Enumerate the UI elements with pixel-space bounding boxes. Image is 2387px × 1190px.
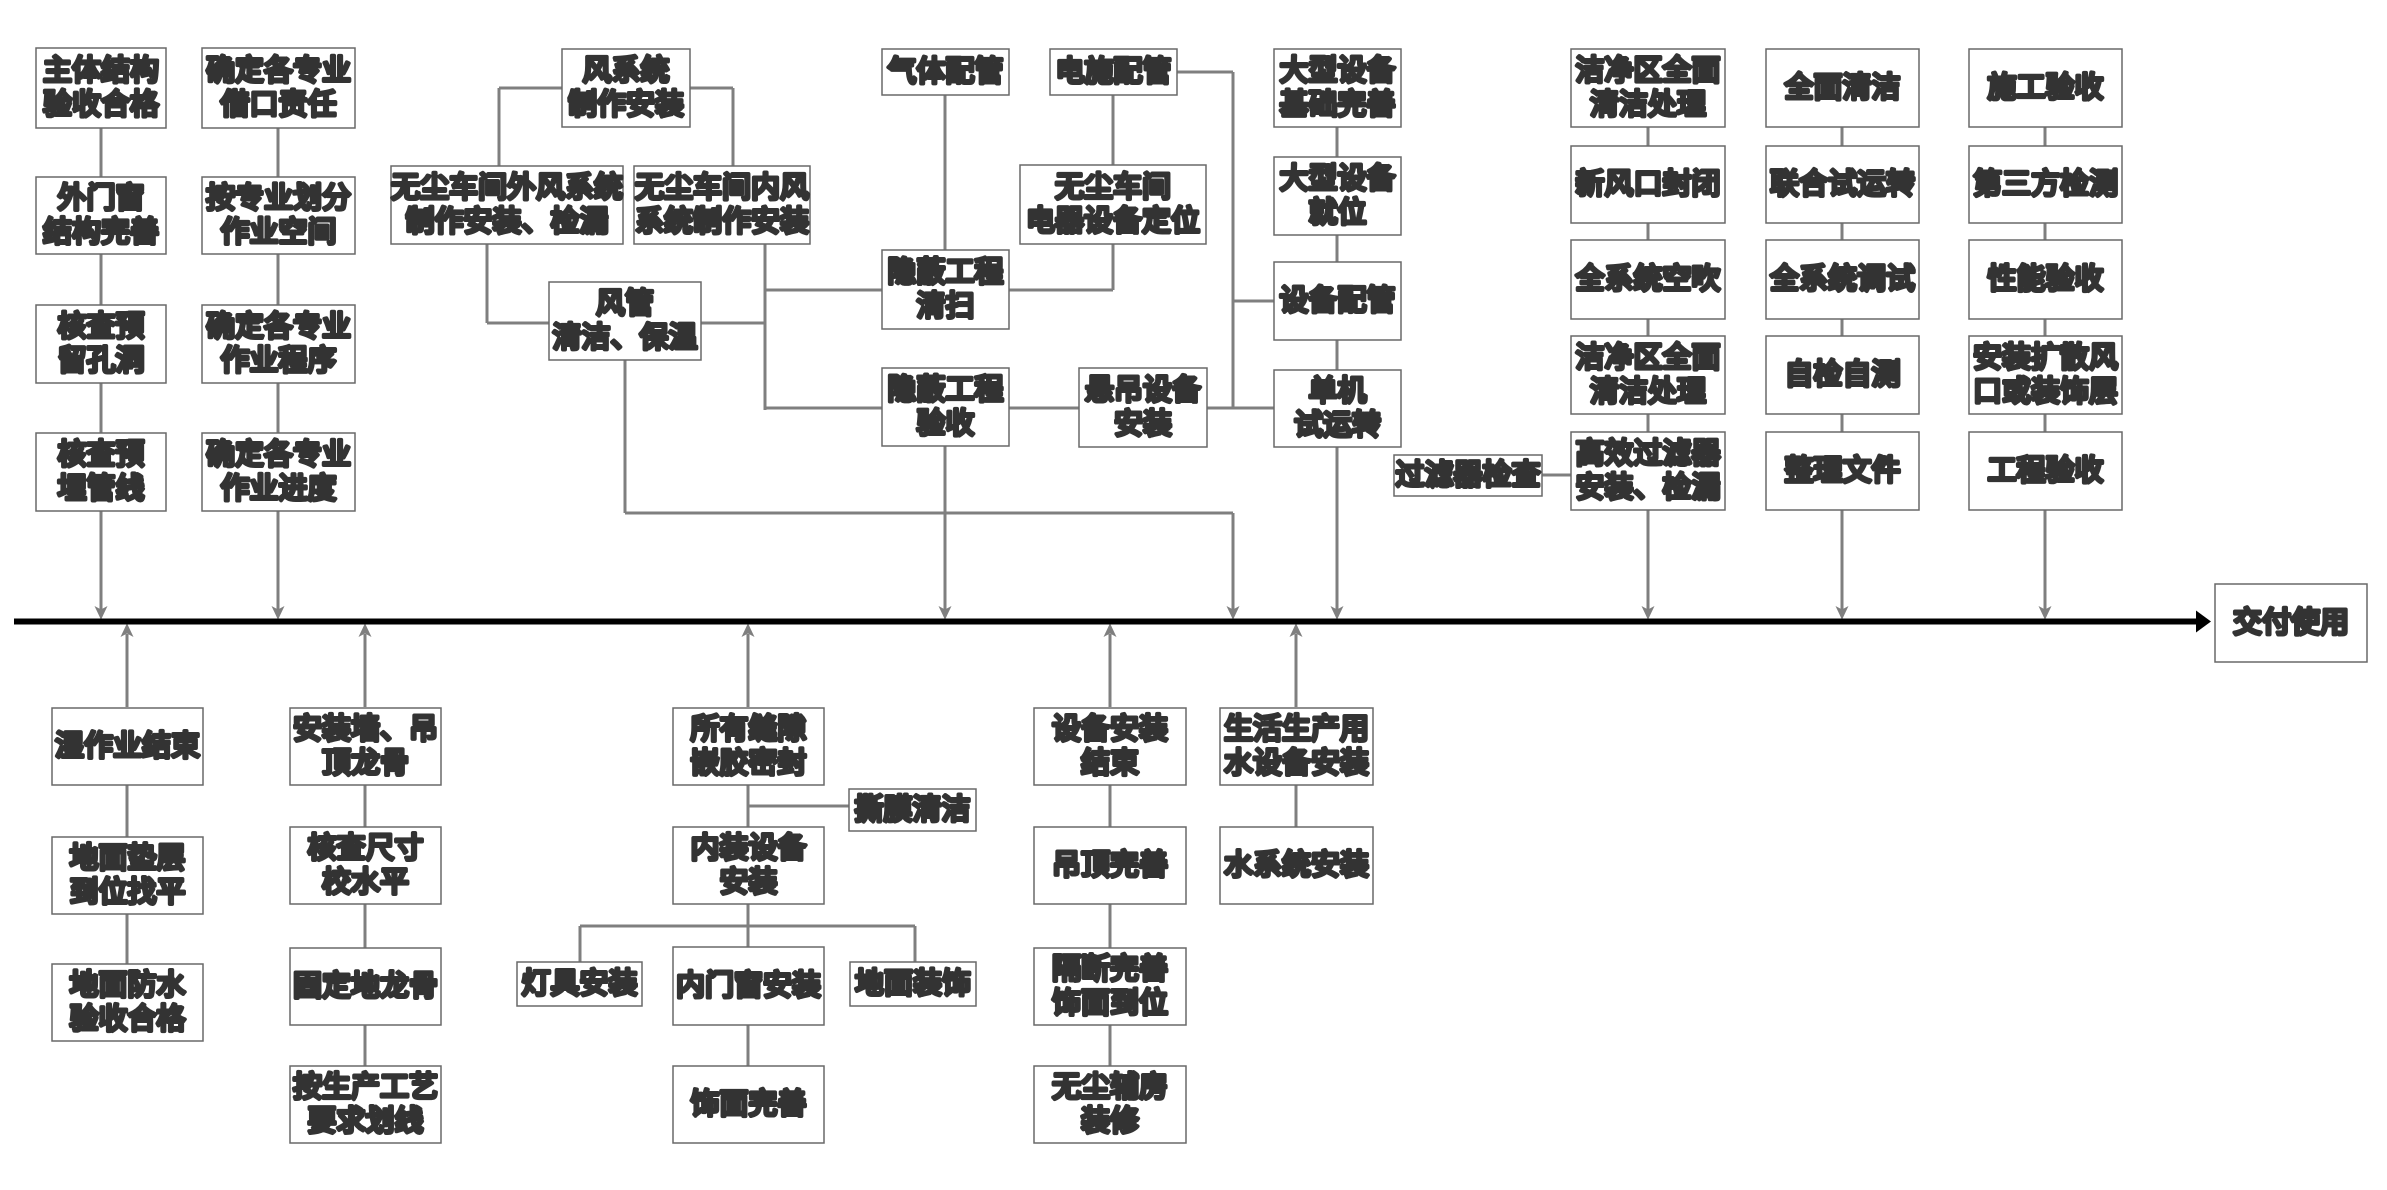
svg-text:设备安装: 设备安装 bbox=[1052, 713, 1168, 746]
svg-text:电器设备定位: 电器设备定位 bbox=[1026, 204, 1200, 238]
svg-text:结构完善: 结构完善 bbox=[43, 215, 159, 249]
svg-text:安装扩散风: 安装扩散风 bbox=[1973, 341, 2118, 374]
svg-text:设备配管: 设备配管 bbox=[1280, 283, 1396, 317]
svg-text:洁净区全面: 洁净区全面 bbox=[1576, 53, 1721, 87]
svg-text:单机: 单机 bbox=[1309, 375, 1367, 408]
svg-text:联合试运转: 联合试运转 bbox=[1770, 168, 1915, 201]
svg-text:主体结构: 主体结构 bbox=[43, 54, 159, 87]
svg-text:按专业划分: 按专业划分 bbox=[206, 182, 351, 215]
svg-text:交付使用: 交付使用 bbox=[2233, 605, 2349, 639]
svg-text:内门窗安装: 内门窗安装 bbox=[676, 968, 821, 1002]
svg-text:确定各专业: 确定各专业 bbox=[206, 437, 351, 471]
svg-text:大型设备: 大型设备 bbox=[1280, 54, 1397, 87]
svg-text:就位: 就位 bbox=[1309, 195, 1367, 229]
svg-text:灯具安装: 灯具安装 bbox=[522, 967, 638, 1000]
svg-text:作业空间: 作业空间 bbox=[221, 215, 337, 249]
svg-text:地面防水: 地面防水 bbox=[70, 969, 187, 1002]
svg-text:气体配管: 气体配管 bbox=[887, 54, 1004, 88]
svg-text:水设备安装: 水设备安装 bbox=[1224, 747, 1369, 780]
svg-text:所有缝隙: 所有缝隙 bbox=[691, 712, 807, 746]
svg-text:校水平: 校水平 bbox=[322, 865, 409, 899]
svg-text:借口责任: 借口责任 bbox=[220, 88, 337, 121]
svg-text:施工验收: 施工验收 bbox=[1988, 70, 2104, 104]
svg-text:地面垫层: 地面垫层 bbox=[70, 842, 186, 875]
svg-text:地面装饰: 地面装饰 bbox=[855, 967, 971, 1000]
svg-text:安装、检漏: 安装、检漏 bbox=[1576, 470, 1721, 504]
svg-text:作业进度: 作业进度 bbox=[221, 472, 337, 505]
svg-text:隐蔽工程: 隐蔽工程 bbox=[888, 256, 1004, 289]
svg-text:外门窗: 外门窗 bbox=[58, 181, 145, 215]
svg-text:结束: 结束 bbox=[1081, 747, 1139, 780]
svg-text:确定各专业: 确定各专业 bbox=[206, 53, 351, 87]
svg-text:到位找平: 到位找平 bbox=[70, 875, 186, 909]
svg-text:要求划线: 要求划线 bbox=[308, 1105, 424, 1138]
svg-text:安装: 安装 bbox=[720, 866, 778, 899]
svg-text:工程验收: 工程验收 bbox=[1988, 453, 2104, 487]
svg-text:无尘车间外风系统: 无尘车间外风系统 bbox=[391, 170, 623, 204]
svg-text:第三方检测: 第三方检测 bbox=[1973, 167, 2118, 201]
svg-text:按生产工艺: 按生产工艺 bbox=[293, 1071, 438, 1104]
svg-text:埋管线: 埋管线 bbox=[58, 471, 145, 505]
svg-text:饰面完善: 饰面完善 bbox=[691, 1087, 807, 1121]
svg-text:嵌胶密封: 嵌胶密封 bbox=[691, 746, 807, 780]
svg-text:生活生产用: 生活生产用 bbox=[1224, 713, 1369, 746]
svg-text:全系统空吹: 全系统空吹 bbox=[1575, 262, 1721, 296]
svg-text:洁净区全面: 洁净区全面 bbox=[1576, 340, 1721, 374]
svg-text:口或装饰层: 口或装饰层 bbox=[1973, 375, 2118, 408]
svg-text:安装墙、吊: 安装墙、吊 bbox=[293, 713, 438, 746]
svg-text:内装设备: 内装设备 bbox=[691, 832, 808, 865]
svg-text:固定地龙骨: 固定地龙骨 bbox=[293, 969, 438, 1003]
svg-text:安装: 安装 bbox=[1114, 408, 1172, 441]
svg-text:全系统调试: 全系统调试 bbox=[1769, 262, 1915, 296]
svg-text:确定各专业: 确定各专业 bbox=[206, 309, 351, 343]
svg-text:验收合格: 验收合格 bbox=[43, 87, 160, 121]
svg-text:验收合格: 验收合格 bbox=[70, 1002, 187, 1036]
svg-text:高效过滤器: 高效过滤器 bbox=[1576, 437, 1722, 470]
svg-text:湿作业结束: 湿作业结束 bbox=[55, 730, 200, 763]
svg-text:装修: 装修 bbox=[1081, 1105, 1140, 1138]
svg-text:核查预: 核查预 bbox=[58, 438, 145, 471]
svg-text:制作安装: 制作安装 bbox=[568, 88, 684, 121]
svg-text:试运转: 试运转 bbox=[1294, 409, 1381, 442]
svg-text:隔断完善: 隔断完善 bbox=[1052, 952, 1168, 986]
svg-text:隐蔽工程: 隐蔽工程 bbox=[888, 373, 1004, 406]
svg-text:过滤器检查: 过滤器检查 bbox=[1396, 458, 1541, 492]
svg-text:制作安装、检漏: 制作安装、检漏 bbox=[406, 204, 609, 238]
svg-text:悬吊设备: 悬吊设备 bbox=[1085, 374, 1202, 407]
svg-text:电施配管: 电施配管 bbox=[1056, 54, 1172, 88]
svg-text:验收: 验收 bbox=[917, 406, 975, 440]
svg-text:自检自测: 自检自测 bbox=[1785, 357, 1901, 391]
svg-text:风系统: 风系统 bbox=[583, 53, 670, 87]
svg-text:系统制作安装: 系统制作安装 bbox=[635, 204, 809, 238]
svg-text:吊顶完善: 吊顶完善 bbox=[1052, 848, 1168, 882]
svg-text:清扫: 清扫 bbox=[917, 290, 975, 323]
svg-text:饰面到位: 饰面到位 bbox=[1052, 986, 1168, 1020]
svg-text:清洁处理: 清洁处理 bbox=[1590, 88, 1706, 121]
svg-text:核查预: 核查预 bbox=[58, 310, 145, 343]
svg-text:无尘车间: 无尘车间 bbox=[1055, 170, 1171, 204]
svg-text:大型设备: 大型设备 bbox=[1280, 162, 1397, 195]
svg-text:清洁、保温: 清洁、保温 bbox=[553, 321, 698, 354]
svg-text:无尘辅房: 无尘辅房 bbox=[1052, 1071, 1168, 1104]
svg-text:性能验收: 性能验收 bbox=[1988, 262, 2104, 296]
svg-text:风管: 风管 bbox=[596, 286, 654, 320]
svg-text:作业程序: 作业程序 bbox=[221, 343, 337, 377]
svg-text:撕膜清洁: 撕膜清洁 bbox=[855, 793, 971, 826]
svg-text:无尘车间内风: 无尘车间内风 bbox=[635, 170, 809, 204]
svg-text:新风口封闭: 新风口封闭 bbox=[1576, 168, 1721, 201]
svg-text:清洁处理: 清洁处理 bbox=[1590, 375, 1706, 408]
svg-text:全面清洁: 全面清洁 bbox=[1784, 70, 1901, 104]
svg-text:顶龙骨: 顶龙骨 bbox=[322, 747, 409, 780]
svg-text:基础完善: 基础完善 bbox=[1280, 87, 1396, 121]
svg-text:核查尺寸: 核查尺寸 bbox=[308, 832, 424, 865]
svg-text:留孔洞: 留孔洞 bbox=[58, 344, 145, 377]
svg-text:整理文件: 整理文件 bbox=[1785, 453, 1901, 487]
svg-text:水系统安装: 水系统安装 bbox=[1224, 848, 1369, 882]
